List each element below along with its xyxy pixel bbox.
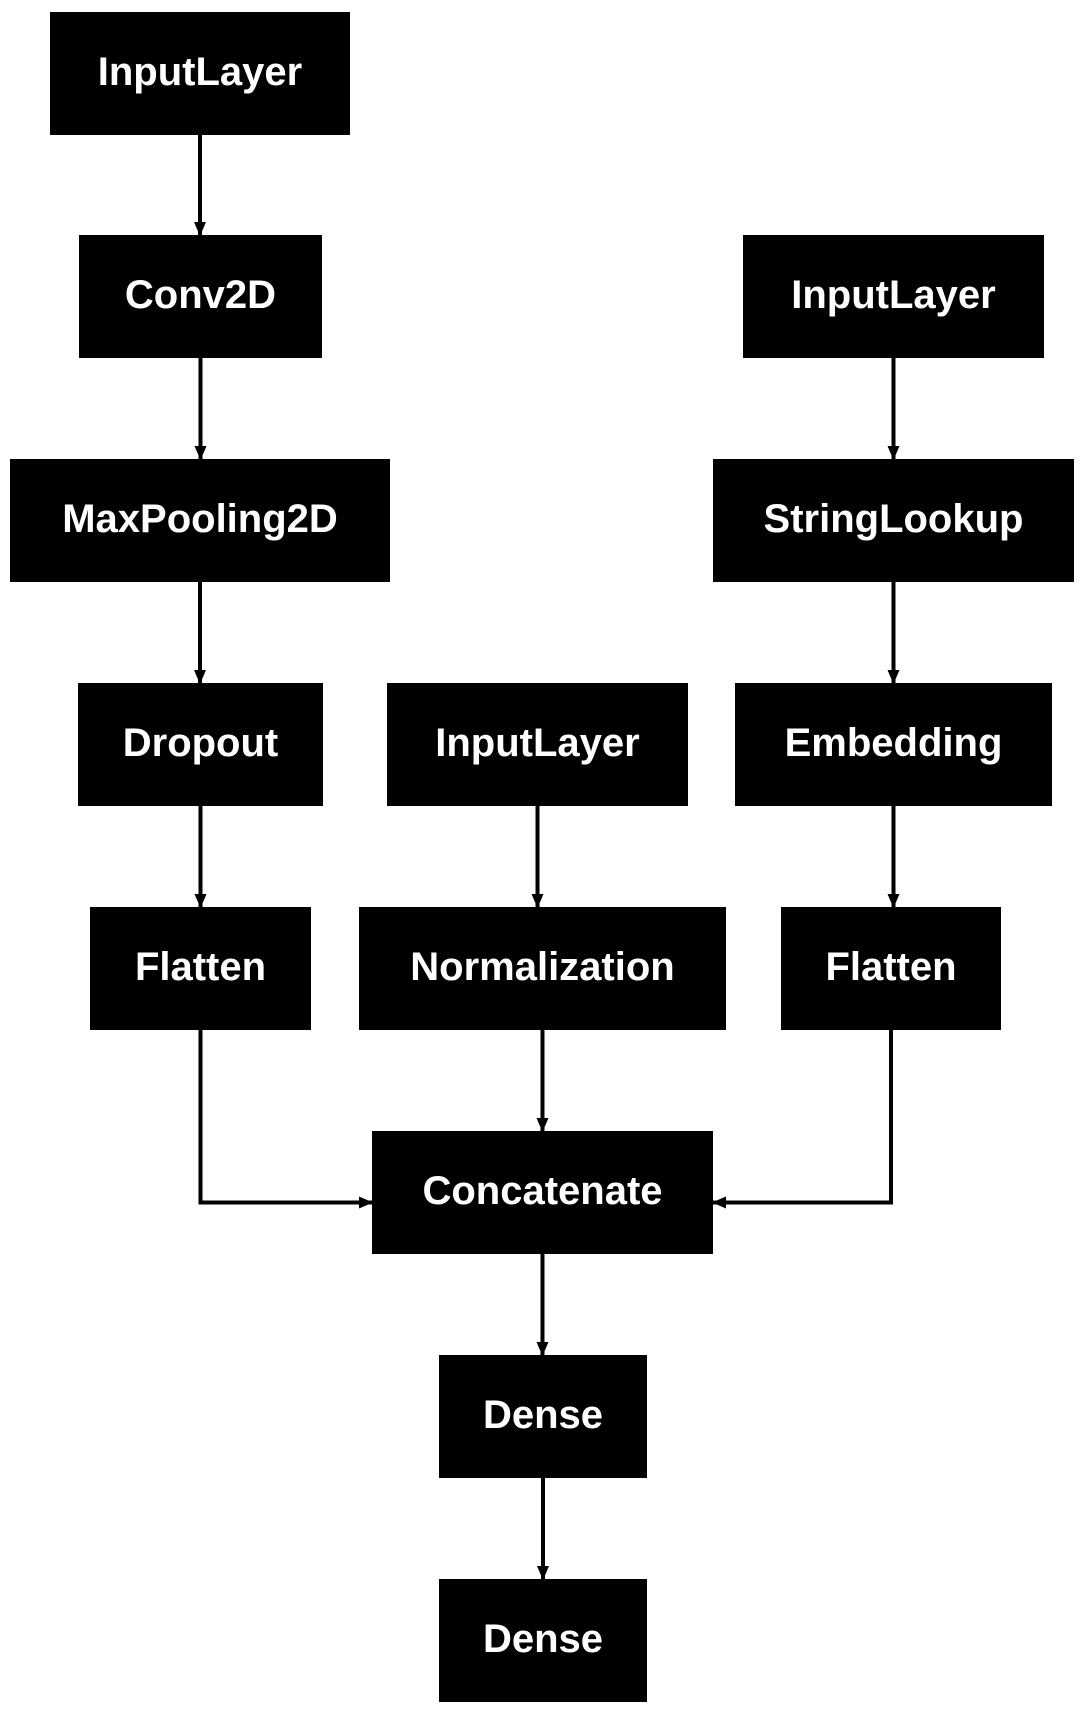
node-concatenate: Concatenate xyxy=(372,1131,713,1254)
node-box xyxy=(743,235,1044,358)
edge-flatten-2-to-concatenate xyxy=(712,1030,893,1209)
node-label: Dropout xyxy=(123,721,279,765)
node-label: InputLayer xyxy=(98,50,302,94)
node-input-3: InputLayer xyxy=(743,235,1044,358)
node-label: Concatenate xyxy=(422,1169,662,1213)
node-box xyxy=(713,459,1074,582)
node-box xyxy=(50,12,350,135)
node-input-1: InputLayer xyxy=(50,12,350,135)
node-dense-2: Dense xyxy=(439,1579,647,1702)
node-label: Flatten xyxy=(825,945,956,989)
node-box xyxy=(78,683,323,806)
node-box xyxy=(439,1579,647,1702)
node-dense-1: Dense xyxy=(439,1355,647,1478)
node-box xyxy=(372,1131,713,1254)
node-embedding: Embedding xyxy=(735,683,1052,806)
node-label: Conv2D xyxy=(125,273,276,317)
node-dropout: Dropout xyxy=(78,683,323,806)
node-label: InputLayer xyxy=(791,273,995,317)
node-flatten-1: Flatten xyxy=(90,907,311,1030)
node-normalization: Normalization xyxy=(359,907,726,1030)
node-box xyxy=(79,235,322,358)
node-box xyxy=(439,1355,647,1478)
node-label: Dense xyxy=(483,1617,603,1661)
node-box xyxy=(90,907,311,1030)
node-box xyxy=(735,683,1052,806)
node-maxpooling2d: MaxPooling2D xyxy=(10,459,390,582)
node-label: StringLookup xyxy=(764,497,1024,541)
node-label: InputLayer xyxy=(435,721,639,765)
node-conv2d: Conv2D xyxy=(79,235,322,358)
nodes: InputLayerConv2DMaxPooling2DDropoutFlatt… xyxy=(10,12,1074,1702)
node-input-2: InputLayer xyxy=(387,683,688,806)
edges xyxy=(194,135,900,1580)
node-box xyxy=(10,459,390,582)
node-label: Embedding xyxy=(785,721,1003,765)
node-flatten-2: Flatten xyxy=(781,907,1001,1030)
node-label: Normalization xyxy=(410,945,674,989)
node-label: Dense xyxy=(483,1393,603,1437)
node-box xyxy=(781,907,1001,1030)
node-box xyxy=(387,683,688,806)
node-label: MaxPooling2D xyxy=(62,497,338,541)
node-label: Flatten xyxy=(135,945,266,989)
node-box xyxy=(359,907,726,1030)
node-stringlookup: StringLookup xyxy=(713,459,1074,582)
edge-flatten-1-to-concatenate xyxy=(198,1030,373,1209)
